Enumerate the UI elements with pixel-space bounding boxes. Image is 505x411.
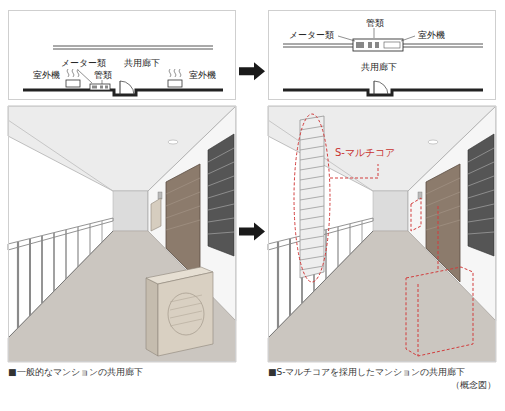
- part-label: メーター類: [289, 30, 334, 40]
- ac-side: [146, 278, 158, 356]
- corridor-scene: [8, 106, 236, 362]
- part-label: 管類: [94, 70, 112, 80]
- heat-waves: [67, 69, 79, 77]
- meter-box: [90, 84, 110, 90]
- red-dashed-outlines: [294, 114, 473, 356]
- meter: [356, 42, 364, 48]
- ac-grille: [170, 295, 202, 326]
- door-leaf: [374, 81, 375, 95]
- flow-arrow: [239, 62, 265, 80]
- part-label: 室外機: [189, 70, 216, 80]
- plan-after: [283, 28, 483, 95]
- multicore-column: [300, 116, 324, 278]
- part-label: 室外機: [418, 30, 445, 40]
- area-label: 共用廊下: [124, 58, 160, 68]
- leader-line: [102, 80, 103, 84]
- ac-fan: [168, 293, 204, 335]
- illustration-panel: ■一般的なマンションの共用廊下: [8, 106, 236, 362]
- leader-line: [338, 36, 355, 41]
- panel-caption: ■S-マルチコアを採用したマンションの共用廊下: [268, 367, 465, 377]
- ac-unit: [66, 80, 80, 87]
- panel-caption: ■一般的なマンションの共用廊下: [8, 367, 143, 377]
- corridor-edge: [403, 47, 483, 48]
- corridor-edge: [53, 49, 213, 50]
- pipe: [375, 42, 379, 48]
- ghost-ac: [406, 267, 473, 356]
- corridor-edge: [283, 44, 353, 45]
- pipe: [105, 86, 108, 89]
- part-label: 管類: [366, 18, 384, 28]
- part-label: 室外機: [33, 70, 60, 80]
- highlight-ellipse: [294, 114, 330, 282]
- highlight-leader: [330, 164, 378, 178]
- column-louver: [300, 126, 324, 270]
- plan-panel: 管類メーター類 室外機共用廊下: [268, 10, 496, 100]
- leader-line: [374, 28, 375, 38]
- plan-before: [23, 46, 223, 95]
- building-wall: [283, 90, 483, 95]
- ghost-ac-edge: [418, 284, 419, 356]
- meter-box: [151, 198, 161, 231]
- ghost-meter-box: [411, 198, 421, 231]
- ac-unit: [168, 80, 182, 87]
- door-leaf: [120, 81, 121, 95]
- multicore-box: [353, 39, 403, 51]
- corridor-edge: [283, 47, 353, 48]
- ac-unit: [384, 42, 400, 48]
- pipe: [368, 42, 372, 48]
- pipe: [100, 86, 103, 89]
- area-label: 共用廊下: [361, 62, 397, 72]
- meter: [92, 86, 97, 89]
- corridor-before: [8, 106, 236, 362]
- corridor-after: [268, 106, 496, 362]
- ghost-pipe: [438, 206, 439, 271]
- door-swing: [120, 81, 134, 95]
- heat-waves: [169, 69, 181, 77]
- part-label: メーター類: [61, 58, 106, 68]
- illustration-panel: S-マルチコア■S-マルチコアを採用したマンションの共用廊下（概念図）: [268, 106, 496, 362]
- building-wall: [23, 90, 223, 95]
- callout-label: S-マルチコア: [335, 147, 395, 159]
- corridor-edge: [403, 44, 483, 45]
- door-swing: [374, 81, 388, 95]
- leader-line: [78, 70, 92, 83]
- corridor-scene: [268, 106, 496, 362]
- leader-line: [401, 36, 415, 41]
- panel-note: （概念図）: [451, 380, 496, 390]
- plan-panel: メーター類管類 共用廊下室外機 室外機: [8, 10, 236, 100]
- corridor-edge: [53, 46, 213, 47]
- flow-arrow: [239, 222, 265, 240]
- ac-front: [158, 272, 213, 356]
